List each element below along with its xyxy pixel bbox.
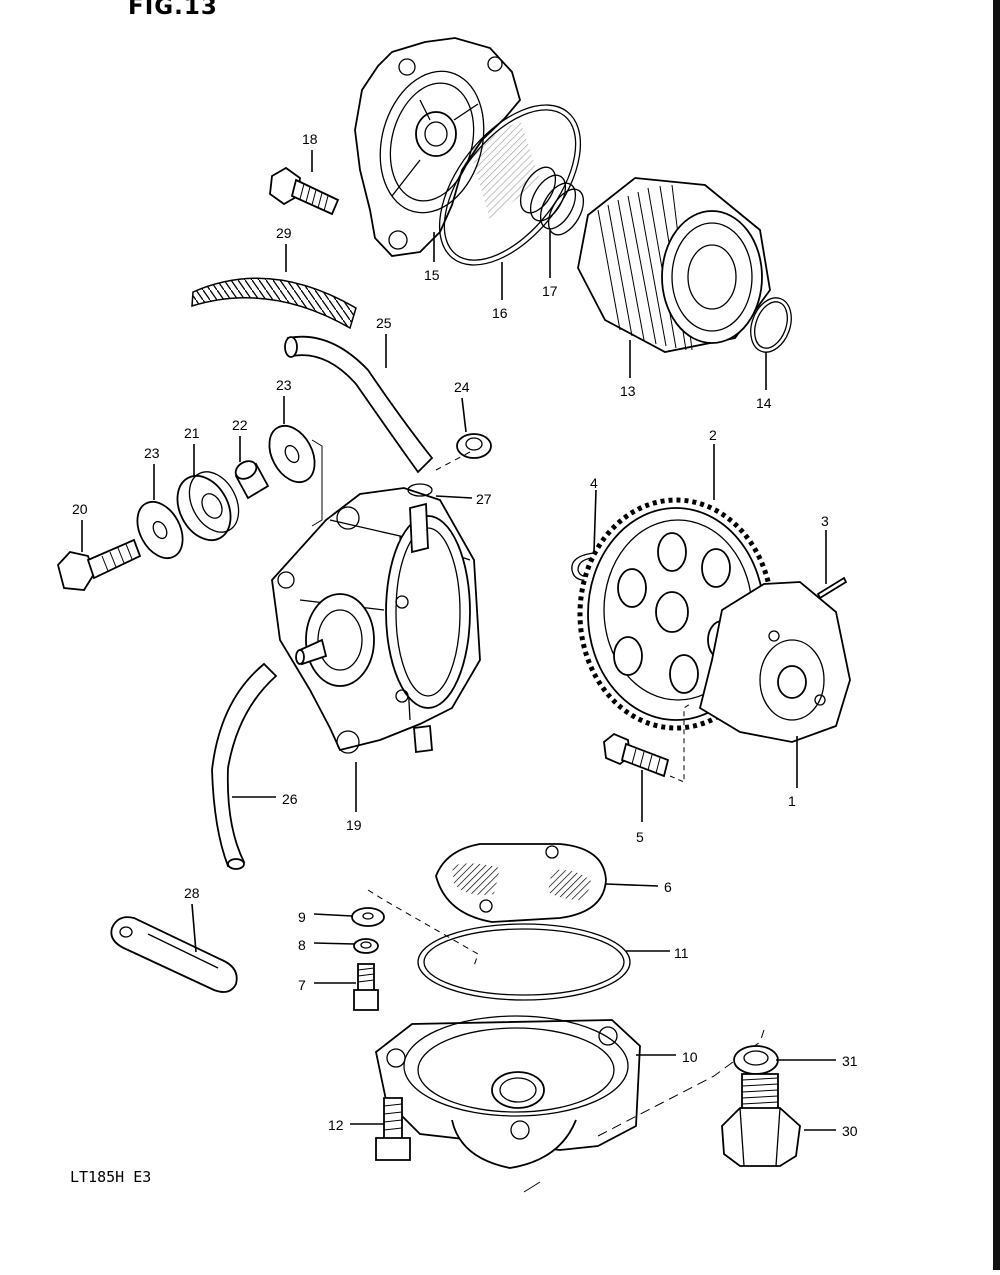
part-3-pin	[816, 576, 848, 600]
part-30-drain-plug	[721, 1073, 801, 1167]
part-19-fuel-pump	[271, 487, 481, 754]
callout-31: 31	[842, 1053, 858, 1069]
callout-6: 6	[664, 879, 672, 895]
callout-26: 26	[282, 791, 298, 807]
figure-title: FIG.13	[128, 0, 218, 20]
leader-lines	[81, 150, 836, 1131]
part-13-oil-filter	[577, 177, 771, 353]
part-26-hose	[211, 662, 278, 870]
callout-4: 4	[590, 475, 598, 491]
part-28-bracket	[110, 916, 238, 993]
callout-9: 9	[298, 909, 306, 925]
callout-16: 16	[492, 305, 508, 321]
part-17-spring	[519, 166, 585, 236]
part-5-screw	[603, 732, 670, 778]
part-29-coil	[191, 277, 357, 330]
callout-22: 22	[232, 417, 248, 433]
callout-17: 17	[542, 283, 558, 299]
callout-8: 8	[298, 937, 306, 953]
callout-30: 30	[842, 1123, 858, 1139]
callout-23-left: 23	[144, 445, 160, 461]
callout-14: 14	[756, 395, 772, 411]
part-12-bolt	[375, 1097, 411, 1161]
part-9-washer	[351, 907, 385, 927]
part-22-collar	[234, 460, 270, 500]
model-code: LT185H E3	[70, 1168, 152, 1186]
callout-5: 5	[636, 829, 644, 845]
callout-2: 2	[709, 427, 717, 443]
callout-3: 3	[821, 513, 829, 529]
scan-edge-bar	[993, 0, 1000, 1270]
callout-12: 12	[328, 1117, 344, 1133]
part-23-washer-right	[268, 424, 316, 484]
part-21-cushion	[176, 471, 240, 541]
callout-27: 27	[476, 491, 492, 507]
part-14-o-ring	[750, 297, 792, 353]
callout-28: 28	[184, 885, 200, 901]
callout-numbers: 1 2 3 4 5 6 7 8 9 10 11 12 13 14 15 16 1…	[72, 131, 858, 1139]
part-24-grommet	[456, 433, 492, 459]
part-7-screw	[353, 963, 379, 1011]
part-10-strainer-cap	[375, 1015, 641, 1169]
part-18-bolt	[269, 166, 340, 216]
callout-15: 15	[424, 267, 440, 283]
part-8-lock-washer	[353, 938, 379, 954]
callout-1: 1	[788, 793, 796, 809]
part-27-clip	[407, 483, 433, 497]
part-15-filter-cover	[354, 37, 521, 257]
callout-19: 19	[346, 817, 362, 833]
part-23-washer-left	[136, 500, 184, 560]
callout-21: 21	[184, 425, 200, 441]
part-6-oil-strainer	[435, 843, 607, 923]
callout-29: 29	[276, 225, 292, 241]
callout-24: 24	[454, 379, 470, 395]
callout-11: 11	[674, 945, 689, 961]
callout-18: 18	[302, 131, 318, 147]
callout-20: 20	[72, 501, 88, 517]
part-11-o-ring	[417, 923, 631, 1001]
part-20-bolt	[57, 538, 142, 591]
part-16-o-ring	[438, 104, 582, 266]
callout-25: 25	[376, 315, 392, 331]
callout-13: 13	[620, 383, 636, 399]
callout-7: 7	[298, 977, 306, 993]
callout-10: 10	[682, 1049, 698, 1065]
part-25-hose	[284, 335, 434, 474]
part-31-gasket	[733, 1045, 779, 1075]
callout-23-right: 23	[276, 377, 292, 393]
part-1-oil-pump-body	[698, 581, 851, 743]
